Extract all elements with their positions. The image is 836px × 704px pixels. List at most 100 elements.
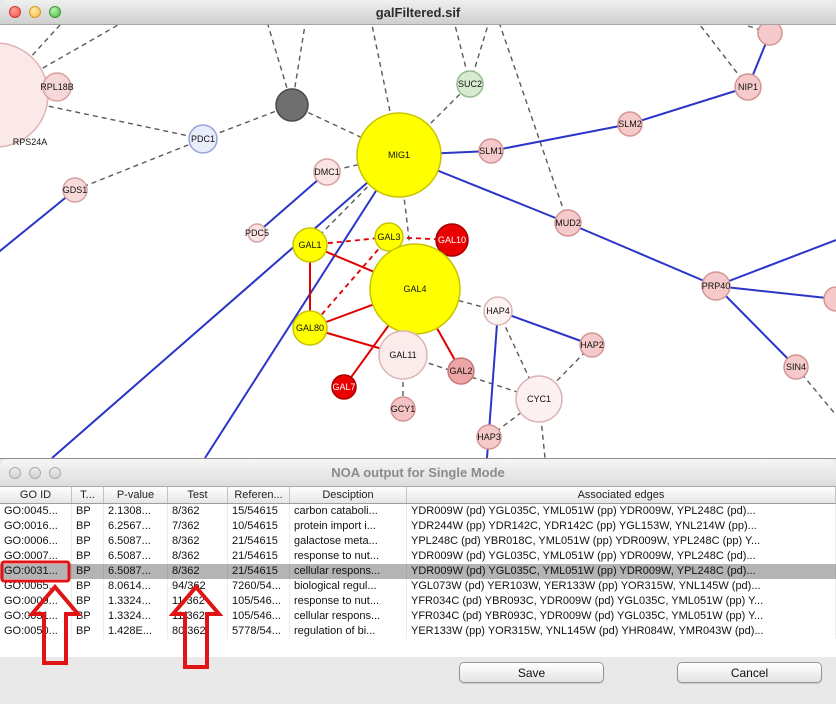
node-label-GAL3: GAL3 — [377, 232, 400, 242]
node-label-GCY1: GCY1 — [391, 404, 416, 414]
close-button[interactable] — [9, 466, 21, 479]
edge-slm1-slm2 — [490, 123, 631, 152]
node-RPL18B[interactable] — [42, 72, 72, 102]
node-label-GAL2: GAL2 — [449, 366, 472, 376]
cell-referen-: 21/54615 — [228, 564, 290, 579]
edge-gal80-gal3 — [309, 236, 390, 329]
node-MUD2[interactable] — [554, 209, 582, 237]
node-SLM2[interactable] — [617, 111, 643, 137]
window-controls — [9, 6, 61, 18]
node-GAL7[interactable] — [331, 374, 357, 400]
column-header-referen-[interactable]: Referen... — [228, 487, 290, 503]
column-header-p-value[interactable]: P-value — [104, 487, 168, 503]
node-SIN4[interactable] — [783, 354, 809, 380]
cell-p-value: 6.5087... — [104, 534, 168, 549]
cell-associated-edges: YDR244W (pp) YDR142C, YDR142C (pp) YGL15… — [407, 519, 836, 534]
node-tr1[interactable] — [757, 25, 783, 46]
edge-mud2-prp40 — [567, 222, 717, 287]
column-header-t-[interactable]: T... — [72, 487, 104, 503]
cell-desciption: cellular respons... — [290, 564, 407, 579]
node-PDC1[interactable] — [188, 124, 218, 154]
cell-test: 7/362 — [168, 519, 228, 534]
cell-p-value: 1.3324... — [104, 594, 168, 609]
node-HAP4[interactable] — [483, 296, 513, 326]
node-label-SUC2: SUC2 — [458, 79, 482, 89]
cell-desciption: biological regul... — [290, 579, 407, 594]
minimize-button[interactable] — [29, 466, 41, 479]
cell-test: 8/362 — [168, 564, 228, 579]
zoom-button[interactable] — [49, 466, 61, 479]
node-GAL10[interactable] — [435, 223, 469, 257]
close-button[interactable] — [9, 6, 21, 18]
node-label-HAP3: HAP3 — [477, 432, 501, 442]
node-RPS24A[interactable] — [0, 42, 49, 148]
node-GAL2[interactable] — [447, 357, 475, 385]
node-GDS1[interactable] — [62, 177, 88, 203]
node-PDC5[interactable] — [247, 223, 267, 243]
edge-gal11-cyc1 — [402, 354, 540, 400]
cell-referen-: 21/54615 — [228, 534, 290, 549]
cell-go-id: GO:0065... — [0, 579, 72, 594]
node-HAP2[interactable] — [579, 332, 605, 358]
node-SUC2[interactable] — [456, 70, 484, 98]
cell-p-value: 1.3324... — [104, 609, 168, 624]
node-MIG1[interactable] — [356, 112, 442, 198]
column-header-associated-edges[interactable]: Associated edges — [407, 487, 836, 503]
cell-associated-edges: YFR034C (pd) YBR093C, YDR009W (pd) YGL03… — [407, 609, 836, 624]
node-dark1[interactable] — [275, 88, 309, 122]
edge-pdc1-dark1 — [202, 104, 293, 140]
node-GAL11[interactable] — [378, 330, 428, 380]
minimize-button[interactable] — [29, 6, 41, 18]
column-header-test[interactable]: Test — [168, 487, 228, 503]
zoom-button[interactable] — [49, 6, 61, 18]
node-label-GDS1: GDS1 — [63, 185, 88, 195]
edge-mud2-offscreen — [499, 25, 569, 224]
edge-pdc5-dmc1 — [256, 171, 328, 234]
node-PRP40[interactable] — [701, 271, 731, 301]
cell-referen-: 105/546... — [228, 594, 290, 609]
cell-go-id: GO:0050... — [0, 624, 72, 639]
node-label-SIN4: SIN4 — [786, 362, 806, 372]
node-label-GAL11: GAL11 — [389, 350, 416, 360]
save-button[interactable]: Save — [459, 662, 604, 683]
node-HAP3[interactable] — [476, 424, 502, 450]
cancel-button[interactable]: Cancel — [677, 662, 822, 683]
node-NIP1[interactable] — [734, 73, 762, 101]
noa-window-titlebar[interactable]: NOA output for Single Mode — [0, 459, 836, 487]
column-header-desciption[interactable]: Desciption — [290, 487, 407, 503]
cell-t-: BP — [72, 594, 104, 609]
cell-referen-: 10/54615 — [228, 519, 290, 534]
column-header-go-id[interactable]: GO ID — [0, 487, 72, 503]
node-GAL1[interactable] — [292, 227, 328, 263]
cell-go-id: GO:0006... — [0, 534, 72, 549]
node-label-GAL10: GAL10 — [438, 235, 466, 245]
cell-referen-: 21/54615 — [228, 549, 290, 564]
cell-t-: BP — [72, 549, 104, 564]
node-GAL3[interactable] — [374, 222, 404, 252]
cell-p-value: 6.2567... — [104, 519, 168, 534]
node-SLM1[interactable] — [478, 138, 504, 164]
node-GCY1[interactable] — [390, 396, 416, 422]
node-GAL80[interactable] — [292, 310, 328, 346]
cell-desciption: protein import i... — [290, 519, 407, 534]
edge-hap4-hap2 — [497, 310, 593, 346]
cell-t-: BP — [72, 609, 104, 624]
node-CYC1[interactable] — [515, 375, 563, 423]
cell-t-: BP — [72, 534, 104, 549]
network-window-titlebar[interactable]: galFiltered.sif — [0, 0, 836, 25]
node-msn1[interactable] — [823, 286, 836, 312]
node-DMC1[interactable] — [313, 158, 341, 186]
cell-associated-edges: YDR009W (pd) YGL035C, YML051W (pp) YDR00… — [407, 564, 836, 579]
edge-prp40-msn1 — [715, 285, 836, 300]
